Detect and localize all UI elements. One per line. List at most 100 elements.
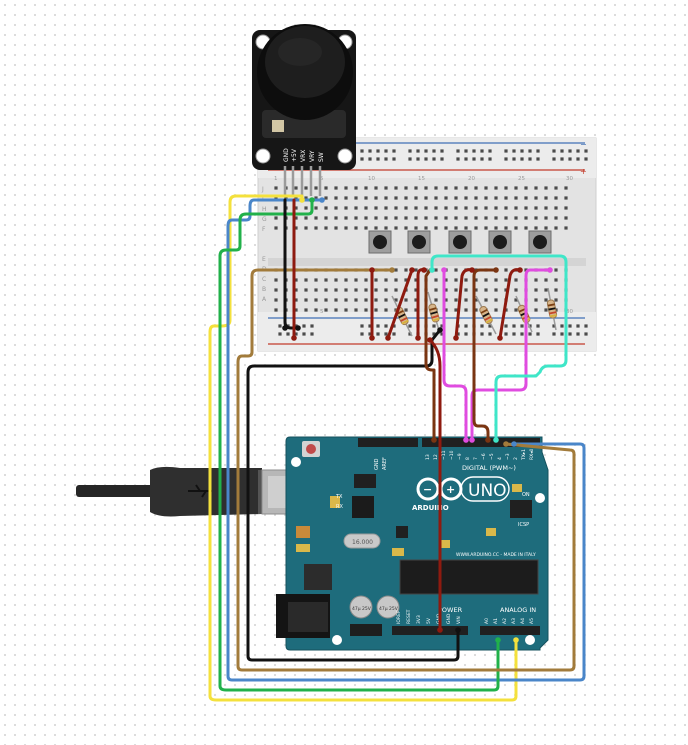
wire-endpoint <box>493 267 499 273</box>
wire-darkbrown <box>472 268 498 442</box>
breadboard-hole <box>310 332 314 336</box>
breadboard-hole <box>454 288 458 292</box>
wire-endpoint <box>485 437 491 443</box>
row-letter-f: F <box>262 226 266 233</box>
breadboard-hole <box>404 196 408 200</box>
wire-endpoint <box>282 325 288 331</box>
breadboard-hole <box>534 196 538 200</box>
breadboard-hole <box>544 196 548 200</box>
breadboard-hole <box>344 216 348 220</box>
breadboard-hole <box>408 149 412 153</box>
breadboard-hole <box>474 186 478 190</box>
rail-minus-label: − <box>580 140 587 149</box>
power-header-label: POWER <box>438 606 463 614</box>
breadboard-hole <box>334 278 338 282</box>
breadboard-hole <box>504 206 508 210</box>
breadboard-hole <box>514 288 518 292</box>
breadboard-hole <box>544 216 548 220</box>
breadboard-hole <box>408 332 412 336</box>
breadboard-hole <box>494 278 498 282</box>
breadboard-hole <box>334 216 338 220</box>
push-button-5[interactable] <box>528 230 552 254</box>
breadboard-hole <box>512 149 516 153</box>
breadboard-hole <box>568 332 572 336</box>
breadboard-hole <box>364 288 368 292</box>
breadboard-hole <box>404 278 408 282</box>
capacitor-2 <box>376 595 400 619</box>
breadboard-hole <box>528 149 532 153</box>
push-button-3[interactable] <box>448 230 472 254</box>
analog-pin-label: A1 <box>493 618 499 624</box>
breadboard-hole <box>404 298 408 302</box>
breadboard-hole <box>284 196 288 200</box>
breadboard-hole <box>374 308 378 312</box>
resistor-5 <box>546 287 558 331</box>
joystick-module: GND +5V VRX VRY SW <box>252 24 356 196</box>
breadboard-hole <box>294 186 298 190</box>
breadboard-hole <box>474 216 478 220</box>
breadboard-hole <box>374 226 378 230</box>
wire-endpoint <box>429 267 435 273</box>
breadboard-hole <box>536 332 540 336</box>
breadboard-hole <box>344 298 348 302</box>
push-button-2[interactable] <box>407 230 431 254</box>
breadboard-hole <box>314 216 318 220</box>
digital-pin-label: ~5 <box>489 453 495 460</box>
breadboard-hole <box>416 157 420 161</box>
breadboard-hole <box>354 196 358 200</box>
resistor-3 <box>475 295 497 335</box>
digital-pin-label: 7 <box>473 457 479 460</box>
analog-pin-label: A3 <box>511 618 517 624</box>
resistor-2 <box>427 291 441 335</box>
breadboard-hole <box>274 196 278 200</box>
breadboard-hole <box>464 332 468 336</box>
breadboard-hole <box>524 226 528 230</box>
breadboard-hole <box>504 157 508 161</box>
breadboard-hole <box>414 216 418 220</box>
breadboard-hole <box>534 278 538 282</box>
breadboard-hole <box>384 226 388 230</box>
breadboard-hole <box>414 298 418 302</box>
breadboard-hole <box>384 332 388 336</box>
breadboard-hole <box>376 149 380 153</box>
breadboard-hole <box>334 226 338 230</box>
breadboard-hole <box>514 206 518 210</box>
digital-header-left <box>358 438 418 447</box>
breadboard-hole <box>354 288 358 292</box>
breadboard-hole <box>454 268 458 272</box>
breadboard-hole <box>552 324 556 328</box>
breadboard-hole <box>424 149 428 153</box>
col-number-15: 15 <box>418 176 425 182</box>
breadboard-hole <box>472 149 476 153</box>
breadboard-hole <box>314 288 318 292</box>
breadboard-hole <box>520 324 524 328</box>
breadboard-hole <box>304 216 308 220</box>
digital-pin-label: ~6 <box>481 453 487 460</box>
breadboard-hole <box>314 186 318 190</box>
breadboard-hole <box>384 278 388 282</box>
push-button-1[interactable] <box>368 230 392 254</box>
breadboard-hole <box>432 332 436 336</box>
breadboard-hole <box>354 206 358 210</box>
breadboard-hole <box>464 196 468 200</box>
breadboard-hole <box>568 157 572 161</box>
breadboard-hole <box>554 298 558 302</box>
breadboard-hole <box>394 268 398 272</box>
power-pin-label: VIN <box>456 616 462 624</box>
breadboard-hole <box>376 332 380 336</box>
joystick-pin-label-vry: VRY <box>309 150 316 162</box>
breadboard-hole <box>404 186 408 190</box>
wire-endpoint <box>453 335 459 341</box>
capacitor-2-label: 47µ 25V <box>379 606 399 612</box>
push-button-4[interactable] <box>488 230 512 254</box>
breadboard-hole <box>504 288 508 292</box>
breadboard-hole <box>302 332 306 336</box>
capacitor-1-label: 47µ 25V <box>352 606 372 612</box>
breadboard-hole <box>554 186 558 190</box>
digital-header-label: DIGITAL (PWM~) <box>462 464 516 472</box>
breadboard-hole <box>274 308 278 312</box>
wire-endpoint <box>369 335 375 341</box>
gnd-label: GND <box>374 458 380 470</box>
breadboard-hole <box>334 298 338 302</box>
breadboard-hole <box>464 157 468 161</box>
